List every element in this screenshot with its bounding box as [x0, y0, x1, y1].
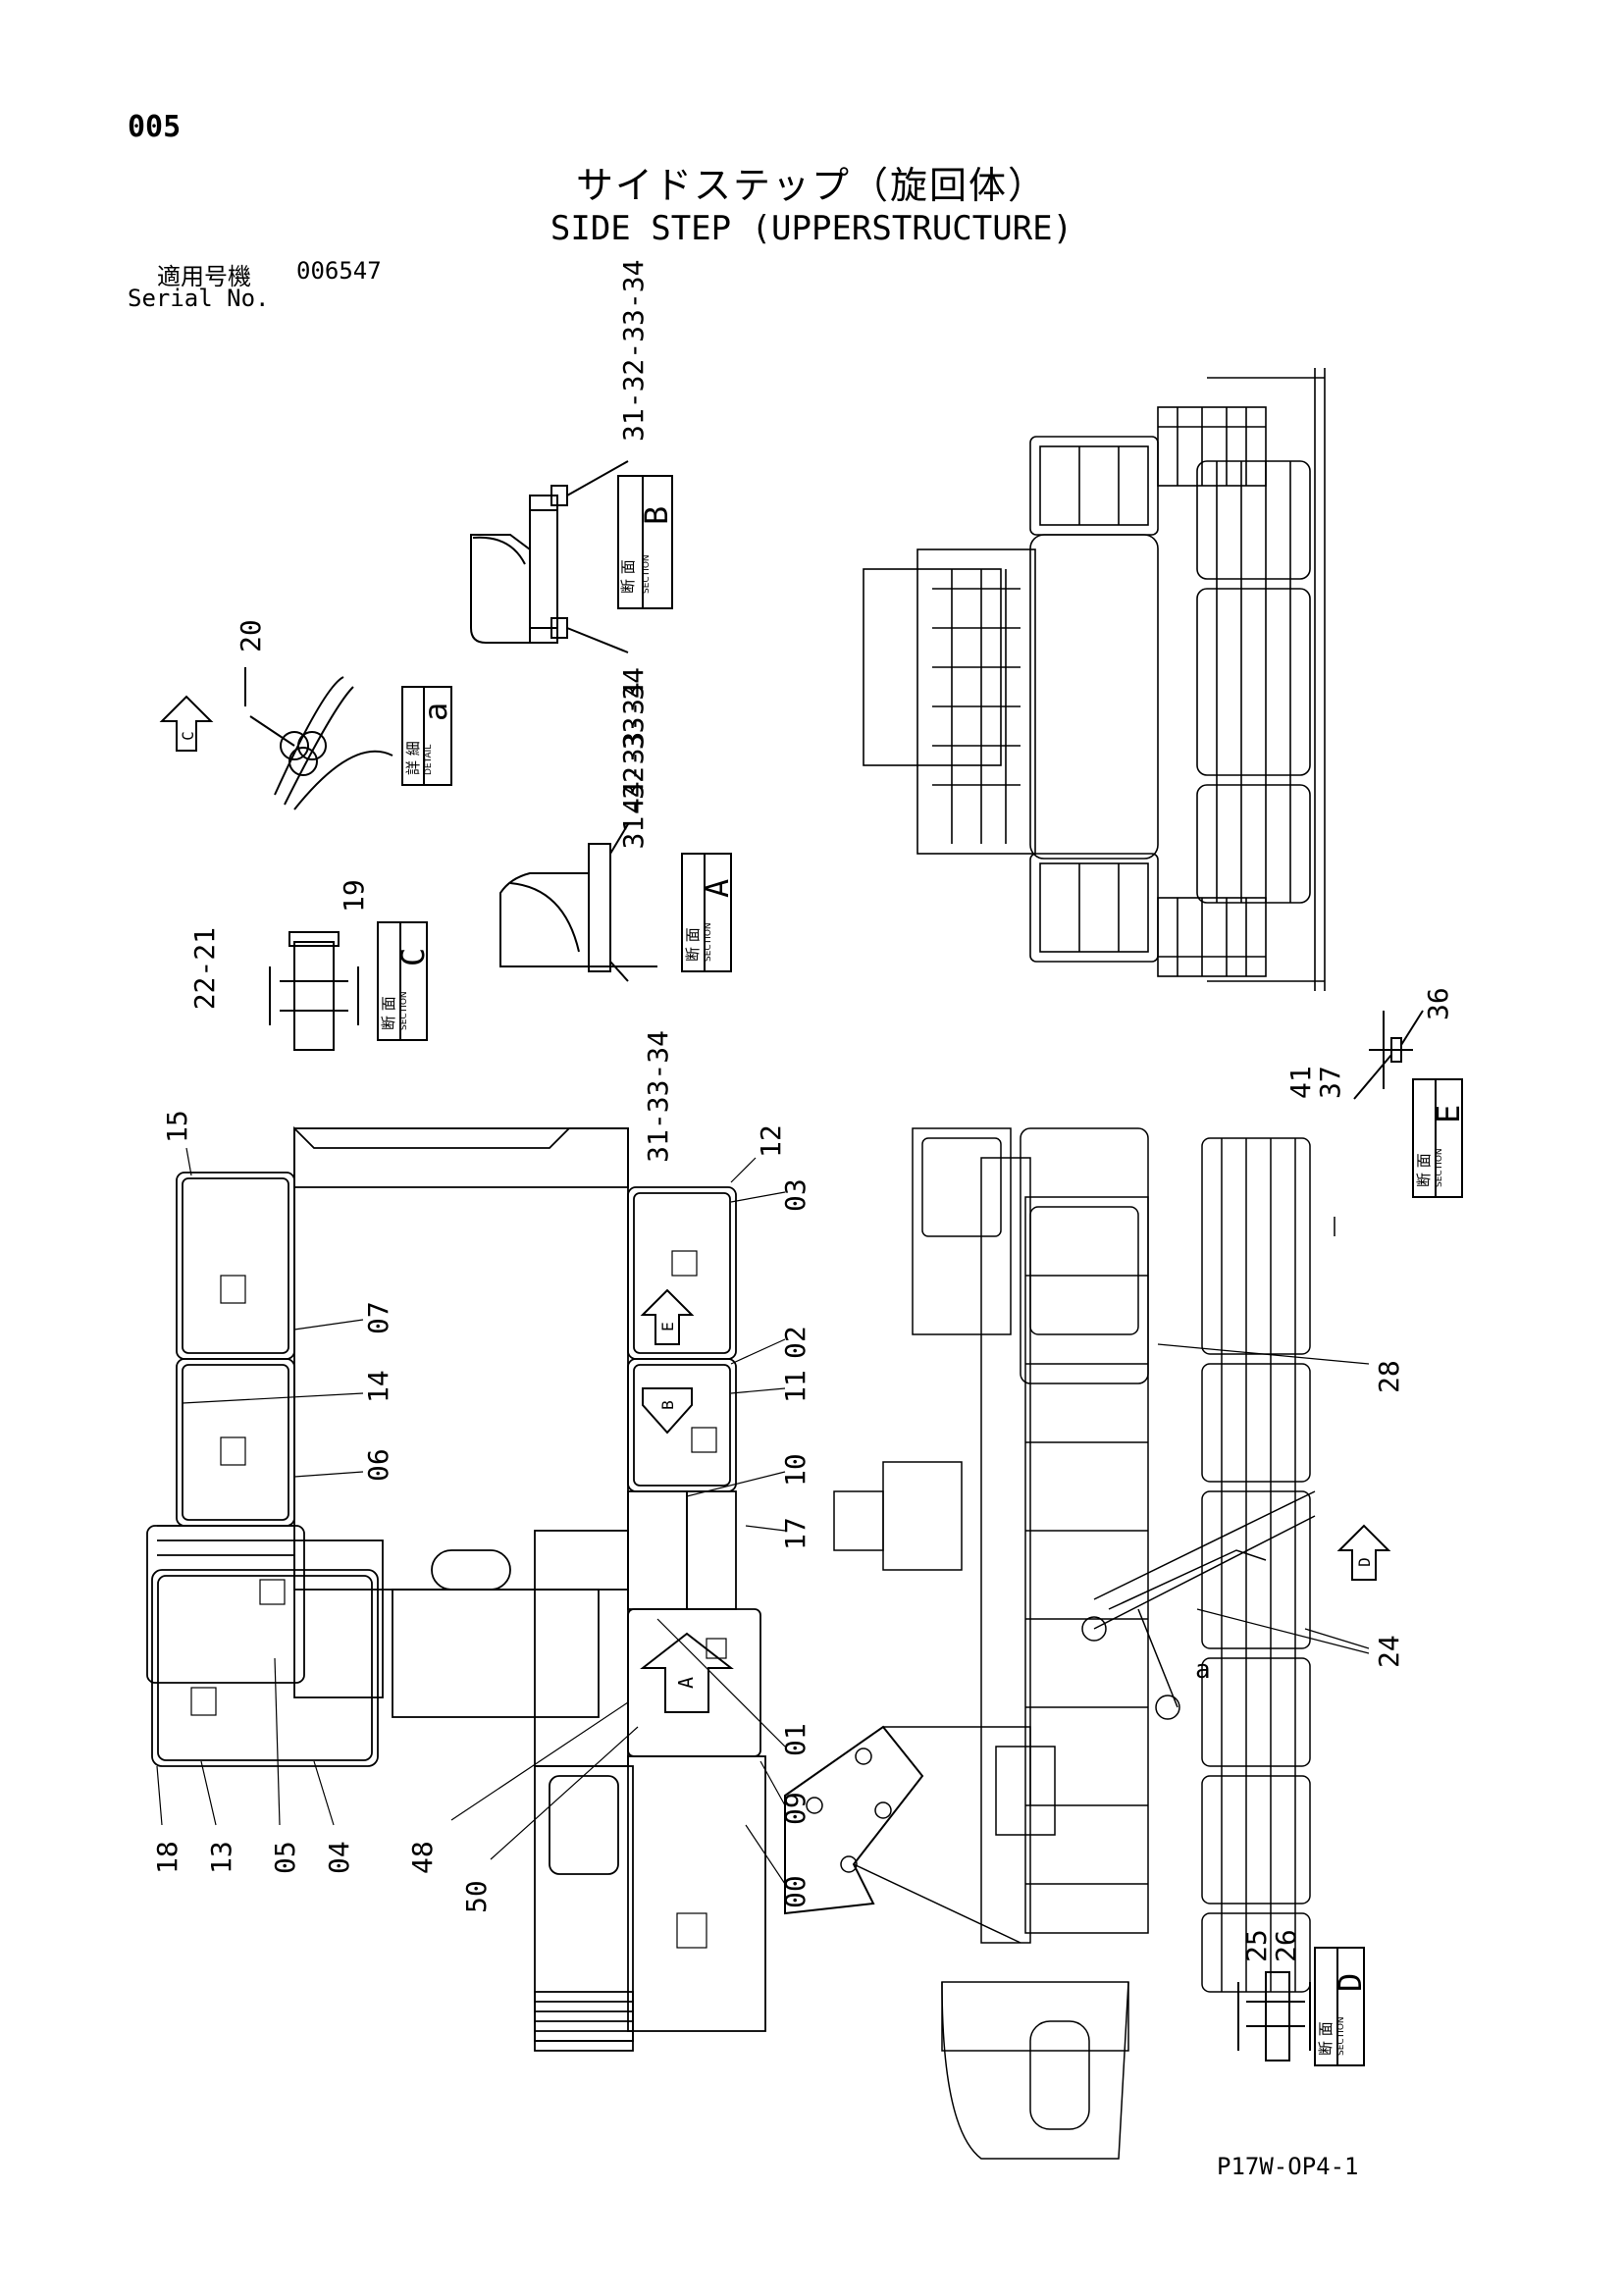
- view-arrow-d-letter: D: [1355, 1557, 1374, 1567]
- section-d-label-box: [1314, 1947, 1365, 2066]
- title-japanese: サイドステップ（旋回体）: [575, 164, 1047, 207]
- callout-15: 15: [161, 1110, 193, 1143]
- callout-06: 06: [362, 1448, 394, 1482]
- section-d-callout-26: 26: [1270, 1929, 1302, 1962]
- section-c-kanji: 断 面: [380, 996, 397, 1030]
- section-e-word: SECTION: [1435, 1148, 1444, 1187]
- section-b-callouts-top: 31-32-33-34: [617, 260, 650, 442]
- section-a-word: SECTION: [704, 922, 713, 962]
- detail-a-word: DETAIL: [424, 745, 434, 775]
- callout-17: 17: [779, 1517, 812, 1550]
- detail-a-label-box: [401, 686, 452, 786]
- section-c-label-box: [377, 921, 428, 1041]
- section-d-kanji: 断 面: [1317, 2021, 1335, 2056]
- view-arrow-b-letter: B: [658, 1400, 677, 1410]
- callout-14: 14: [362, 1370, 394, 1403]
- section-c-callout-left: 22-21: [188, 927, 221, 1010]
- section-d-callout-25: 25: [1240, 1929, 1273, 1962]
- section-c-word: SECTION: [399, 991, 409, 1030]
- section-e-callout-37: 37: [1314, 1066, 1346, 1099]
- serial-number-value: 006547: [296, 257, 382, 285]
- section-b-label-box: [617, 475, 673, 609]
- callout-28: 28: [1373, 1360, 1405, 1393]
- top-plan-view: [146, 1125, 766, 2052]
- top-view-callouts: 15 12 03 07 02 14 11 06 10 17 18 13 05 0…: [151, 1110, 812, 1913]
- view-arrow-e: E: [640, 1288, 695, 1345]
- detail-a-letter: a: [417, 703, 454, 721]
- title-english: SIDE STEP (UPPERSTRUCTURE): [550, 209, 1073, 248]
- upper-right-machine-view: [863, 368, 1326, 991]
- callout-50: 50: [460, 1880, 493, 1913]
- callout-13: 13: [205, 1841, 237, 1874]
- view-arrow-c-letter: C: [179, 731, 197, 741]
- section-e-view: 36 41 37 断 面 SECTION E: [1284, 987, 1467, 1198]
- callout-07: 07: [362, 1301, 394, 1334]
- callout-48: 48: [406, 1841, 439, 1874]
- section-e-callout-41: 41: [1284, 1066, 1317, 1099]
- callout-12: 12: [755, 1124, 787, 1158]
- page-number: 005: [128, 110, 182, 144]
- side-view-leader-lines: [1157, 1343, 1370, 1654]
- callout-04: 04: [323, 1841, 355, 1874]
- section-d-view: 25 26 断 面 SECTION D: [1237, 1929, 1369, 2066]
- section-e-label-box: [1412, 1078, 1463, 1198]
- section-b-kanji: 断 面: [619, 559, 637, 594]
- callout-05: 05: [269, 1841, 301, 1874]
- document-code: P17W-OP4-1: [1217, 2153, 1359, 2180]
- section-a-view: 44-33-34 31-33-34 断 面 SECTION A: [499, 682, 736, 1163]
- view-arrow-b: B: [642, 1387, 693, 1435]
- view-arrow-a-letter: A: [674, 1677, 698, 1689]
- section-a-letter: A: [699, 879, 736, 898]
- section-b-letter: B: [638, 506, 675, 525]
- serial-label-japanese: 適用号機: [157, 263, 251, 290]
- section-c-letter: C: [394, 948, 432, 966]
- callout-02: 02: [779, 1326, 812, 1359]
- callout-03: 03: [779, 1178, 812, 1212]
- section-b-callouts-bottom: 31-32-33-34: [617, 667, 650, 849]
- side-elevation-view: [784, 1127, 1335, 2160]
- section-c-callout-right: 19: [338, 879, 370, 913]
- side-view-callouts: 28 24 a: [1195, 1360, 1405, 1685]
- callout-a: a: [1195, 1655, 1211, 1685]
- top-view-leader-lines: [156, 1147, 786, 1885]
- view-arrow-e-letter: E: [658, 1322, 677, 1331]
- callout-00: 00: [779, 1875, 812, 1908]
- view-arrow-a: A: [640, 1632, 734, 1713]
- view-arrow-c: C: [159, 695, 214, 752]
- callout-18: 18: [151, 1841, 183, 1874]
- section-a-kanji: 断 面: [684, 927, 702, 962]
- view-arrow-d: D: [1336, 1524, 1391, 1581]
- callout-09: 09: [779, 1792, 812, 1825]
- callout-24: 24: [1373, 1635, 1405, 1668]
- section-e-kanji: 断 面: [1415, 1153, 1433, 1187]
- section-e-letter: E: [1430, 1105, 1467, 1123]
- detail-a-view: 20 詳 細 DETAIL a: [235, 619, 454, 810]
- detail-a-kanji: 詳 細: [404, 741, 422, 775]
- section-a-label-box: [681, 853, 732, 972]
- serial-label-english: Serial No.: [128, 285, 270, 312]
- section-d-word: SECTION: [1336, 2016, 1346, 2056]
- callout-11: 11: [779, 1370, 812, 1403]
- section-e-callout-36: 36: [1422, 987, 1454, 1020]
- callout-01: 01: [779, 1723, 812, 1756]
- section-b-view: 31-32-33-34 31-32-33-34 断 面 SECTION B: [470, 260, 675, 849]
- section-b-word: SECTION: [642, 554, 652, 594]
- section-c-view: 22-21 19 断 面 SECTION C: [188, 879, 432, 1051]
- section-a-callouts-top: 44-33-34: [617, 682, 650, 814]
- section-a-callouts-bottom: 31-33-34: [642, 1030, 674, 1163]
- callout-10: 10: [779, 1453, 812, 1487]
- section-d-letter: D: [1332, 1973, 1369, 1992]
- detail-a-callout: 20: [235, 619, 267, 652]
